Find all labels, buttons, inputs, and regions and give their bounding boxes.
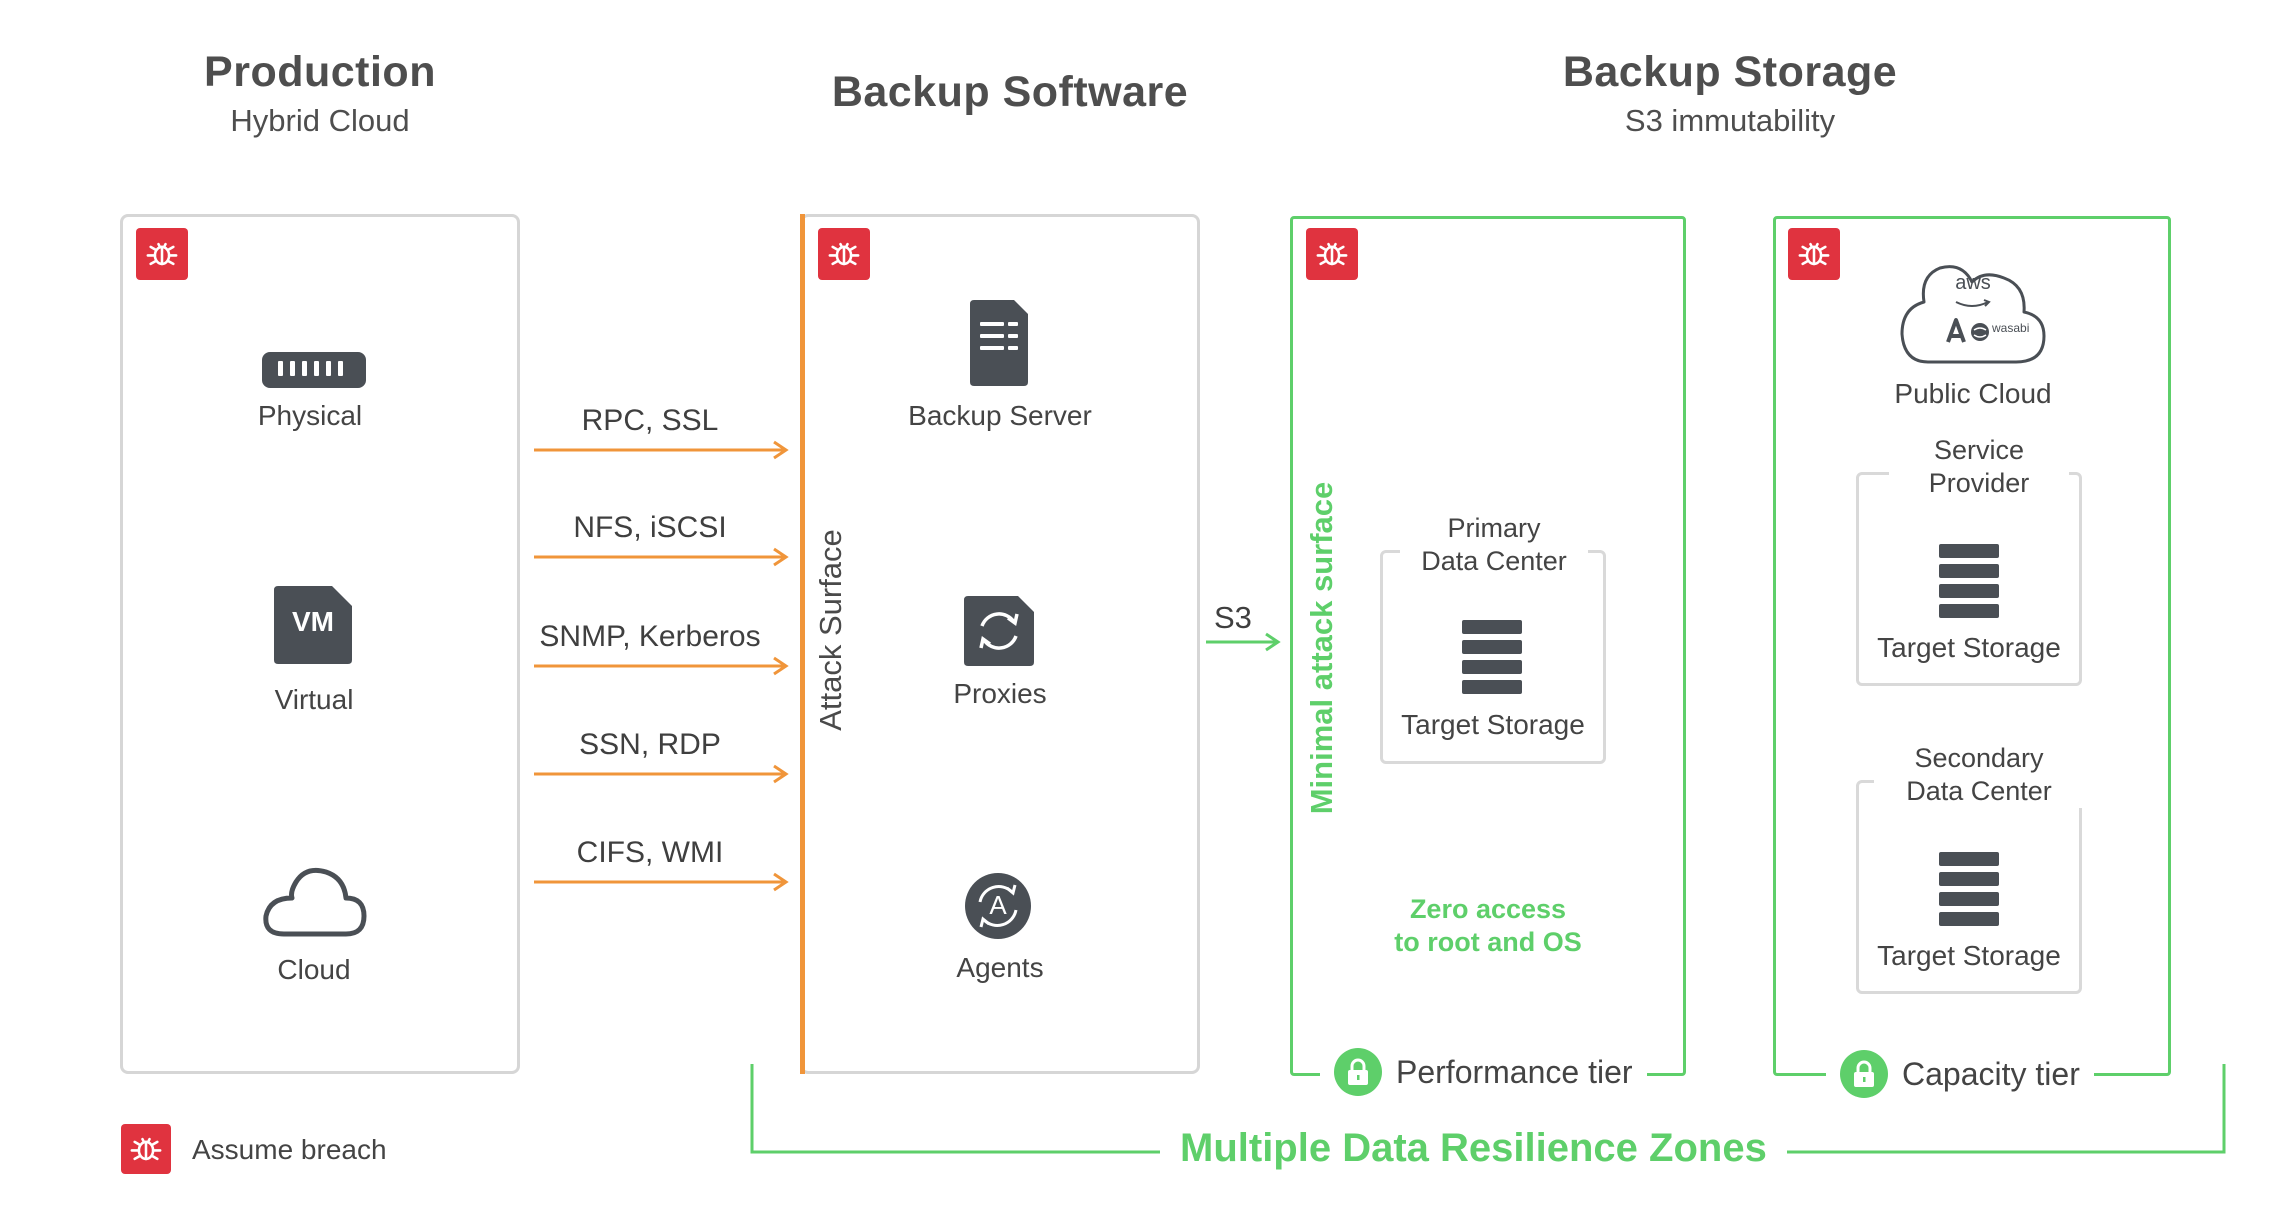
attack-surface-label: Attack Surface bbox=[813, 529, 848, 731]
s3-arrow bbox=[1206, 632, 1281, 652]
agent-icon: A bbox=[964, 872, 1032, 940]
secondary-line2: Data Center bbox=[1906, 776, 2052, 806]
storage-stack-icon bbox=[1939, 544, 1999, 623]
service-provider-title: Service Provider bbox=[1889, 434, 2069, 500]
backup-software-title: Backup Software bbox=[831, 68, 1189, 116]
bug-icon bbox=[121, 1124, 171, 1174]
primary-title-line1: Primary bbox=[1447, 513, 1541, 543]
storage-stack-icon bbox=[1939, 852, 1999, 931]
secondary-line1: Secondary bbox=[1914, 743, 2044, 773]
backup-software-header: Backup Software bbox=[780, 68, 1240, 117]
bug-icon bbox=[136, 228, 188, 280]
primary-target-storage-label: Target Storage bbox=[1401, 709, 1585, 740]
bug-icon bbox=[818, 228, 870, 280]
public-cloud-icon: aws wasabi bbox=[1898, 258, 2048, 368]
public-cloud-label: Public Cloud bbox=[1894, 378, 2052, 409]
lock-icon bbox=[1840, 1050, 1888, 1098]
protocol-arrow bbox=[534, 440, 789, 460]
legend-label: Assume breach bbox=[192, 1134, 387, 1165]
bug-icon bbox=[1306, 228, 1358, 280]
vm-icon-text: VM bbox=[292, 606, 334, 637]
protocol-label: CIFS, WMI bbox=[576, 836, 724, 869]
storage-stack-icon bbox=[1462, 620, 1522, 699]
service-provider-line1: Service bbox=[1933, 435, 2025, 465]
performance-tier-label: Performance tier bbox=[1396, 1053, 1633, 1090]
performance-tier-badge: Performance tier bbox=[1320, 1046, 1647, 1098]
service-provider-line2: Provider bbox=[1928, 468, 2030, 498]
protocol-label: NFS, iSCSI bbox=[573, 511, 727, 544]
protocol-label: RPC, SSL bbox=[581, 404, 719, 437]
protocol-label: SNMP, Kerberos bbox=[539, 620, 761, 653]
document-server-icon bbox=[970, 300, 1028, 391]
production-panel bbox=[120, 214, 520, 1074]
sync-arrows-icon bbox=[964, 596, 1034, 671]
zero-access-note: Zero access to root and OS bbox=[1363, 893, 1613, 959]
capacity-tier-label: Capacity tier bbox=[1902, 1055, 2080, 1092]
backup-storage-title: Backup Storage bbox=[1562, 48, 1898, 96]
zero-access-line1: Zero access bbox=[1409, 894, 1567, 924]
physical-server-icon bbox=[262, 352, 366, 393]
lock-icon bbox=[1334, 1048, 1382, 1096]
protocol-arrow bbox=[534, 872, 789, 892]
secondary-data-center-title: Secondary Data Center bbox=[1874, 742, 2084, 808]
primary-title-line2: Data Center bbox=[1421, 546, 1567, 576]
cloud-icon bbox=[260, 862, 368, 943]
production-subtitle: Hybrid Cloud bbox=[230, 103, 410, 138]
protocol-arrow bbox=[534, 656, 789, 676]
bug-icon bbox=[1788, 228, 1840, 280]
minimal-attack-surface-label: Minimal attack surface bbox=[1304, 481, 1339, 815]
wasabi-logo-text: wasabi bbox=[1992, 321, 2030, 335]
primary-data-center-title: Primary Data Center bbox=[1400, 512, 1588, 578]
protocol-arrow bbox=[534, 547, 789, 567]
protocol-label: SSN, RDP bbox=[579, 728, 721, 761]
virtual-label: Virtual bbox=[274, 684, 354, 715]
backup-storage-header: Backup Storage S3 immutability bbox=[1500, 48, 1960, 139]
protocol-arrow bbox=[534, 764, 789, 784]
service-target-storage-label: Target Storage bbox=[1877, 632, 2061, 663]
proxies-label: Proxies bbox=[953, 678, 1047, 709]
production-header: Production Hybrid Cloud bbox=[120, 48, 520, 139]
cloud-label: Cloud bbox=[277, 954, 351, 985]
backup-server-label: Backup Server bbox=[908, 400, 1092, 431]
vm-icon: VM bbox=[274, 586, 352, 664]
attack-surface-line bbox=[800, 214, 805, 1074]
production-title: Production bbox=[204, 48, 436, 96]
s3-label: S3 bbox=[1214, 600, 1252, 635]
agent-icon-text: A bbox=[989, 890, 1007, 920]
physical-label: Physical bbox=[257, 400, 363, 431]
agents-label: Agents bbox=[956, 952, 1044, 983]
zero-access-line2: to root and OS bbox=[1394, 927, 1582, 957]
resilience-zones-label: Multiple Data Resilience Zones bbox=[1160, 1126, 1787, 1171]
capacity-tier-badge: Capacity tier bbox=[1826, 1048, 2094, 1100]
aws-logo-text: aws bbox=[1955, 272, 1991, 294]
backup-storage-subtitle: S3 immutability bbox=[1624, 103, 1836, 138]
secondary-target-storage-label: Target Storage bbox=[1877, 940, 2061, 971]
